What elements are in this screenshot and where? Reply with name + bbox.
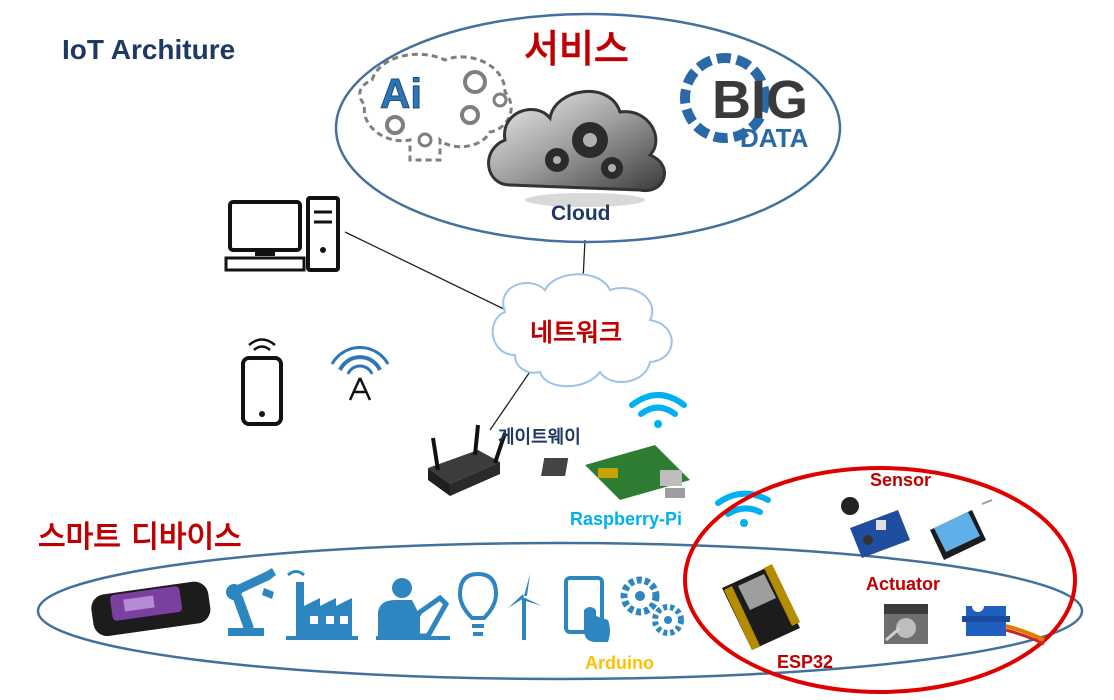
wifi-icon: [629, 392, 687, 428]
antenna-tower-icon: [330, 346, 390, 401]
esp32-board-icon: [722, 564, 800, 650]
wind-turbine-icon: [508, 574, 542, 640]
smartphone-icon: [241, 338, 283, 426]
smart-device-ellipse: [36, 541, 1084, 681]
temperature-sensor-icon: [930, 499, 993, 560]
ai-brain-icon: Ai: [358, 52, 513, 162]
service-ellipse: [334, 12, 842, 244]
raspberry-pi-label: Raspberry-Pi: [570, 509, 683, 529]
smart-device-label: 스마트 디바이스: [38, 520, 242, 555]
servo-motor-icon: [962, 600, 1045, 646]
bigdata-line2: DATA: [740, 123, 809, 153]
cloud-gear-icon: [487, 89, 666, 207]
tablet-touch-icon: [564, 576, 610, 642]
raspberry-pi-board-icon: [541, 445, 690, 500]
stepper-motor-icon: [884, 604, 928, 644]
sound-sensor-icon: [841, 497, 910, 558]
service-label: 서비스: [524, 27, 629, 71]
network-cloud: [491, 273, 673, 388]
network-label: 네트워크: [530, 318, 623, 347]
sensor-label: Sensor: [870, 470, 932, 490]
cloud-label: Cloud: [551, 202, 611, 225]
person-laptop-icon: [376, 578, 450, 640]
hardware-highlight-ellipse: [683, 466, 1077, 694]
gears-icon: [620, 576, 684, 636]
desktop-computer-icon: [224, 196, 340, 272]
bigdata-line1: BIG: [712, 70, 808, 130]
ai-logo-text: Ai: [380, 70, 422, 117]
gateway-label: 게이트웨이: [498, 427, 581, 448]
actuator-label: Actuator: [866, 574, 941, 594]
factory-icon: [286, 570, 358, 640]
arduino-label: Arduino: [585, 653, 654, 673]
link-computer-network: [344, 231, 511, 313]
diagram-title: IoT Architure: [62, 34, 236, 65]
esp32-label: ESP32: [777, 652, 834, 672]
wifi-icon-2: [715, 490, 771, 527]
link-cloud-network: [582, 239, 586, 281]
smart-band-icon: [91, 581, 211, 637]
robot-arm-icon: [226, 568, 276, 636]
bigdata-gear-icon: BIG DATA: [680, 53, 809, 153]
lightbulb-icon: [457, 571, 499, 636]
gateway-router-icon: [428, 424, 507, 496]
